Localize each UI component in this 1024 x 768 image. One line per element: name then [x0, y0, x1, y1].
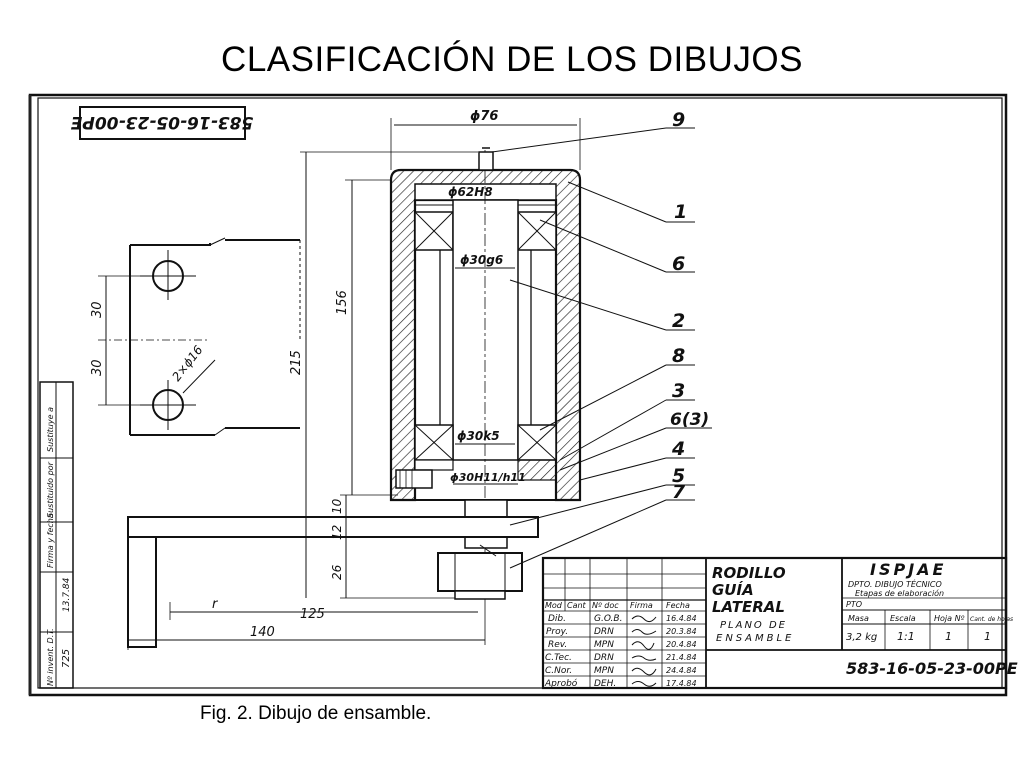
tb-part-name-2: GUÍA	[712, 580, 754, 599]
tb-date-4: 24.4.84	[666, 666, 697, 675]
side-title-strip: Sustituye a Sustituido por Firma y fecha…	[39, 381, 74, 689]
dim-12: 12	[330, 525, 344, 540]
balloon-8: 8	[672, 345, 685, 367]
balloon-3: 3	[672, 380, 685, 402]
tb-drawing-type-1: PLANO DE	[720, 620, 787, 631]
tb-role-3: C.Tec.	[545, 653, 572, 663]
tb-label-escala: Escala	[890, 614, 916, 623]
section-view	[127, 147, 582, 648]
balloon-6a: 6	[672, 253, 685, 275]
tb-name-3: DRN	[594, 653, 614, 663]
dimension-lines: ϕ76 ϕ62H8 ϕ30g6 ϕ30k5 ϕ30H11/h11 156 215…	[127, 109, 581, 650]
title-block: Mod Cant Nº doc Firma Fecha Dib. G.O.B. …	[541, 556, 1018, 690]
tb-drawing-type-2: ENSAMBLE	[716, 633, 794, 644]
balloon-5: 5	[672, 465, 685, 487]
tb-date-2: 20.4.84	[666, 640, 697, 649]
tb-date-3: 21.4.84	[666, 653, 697, 662]
strip-side: Nº invent. D.T.	[46, 628, 55, 686]
tb-name-0: G.O.B.	[594, 614, 622, 624]
tb-label-hojas: Cant. de hojas	[970, 616, 1013, 623]
balloon-2: 2	[672, 310, 685, 332]
tb-stage-code: PTO	[846, 600, 862, 609]
dim-156: 156	[335, 290, 350, 315]
dim-30k5: ϕ30k5	[457, 429, 500, 443]
balloon-7: 7	[672, 481, 686, 503]
tb-org: ISPJAE	[870, 560, 946, 579]
tb-masa: 3,2 kg	[846, 632, 877, 643]
strip-num: 725	[61, 649, 72, 668]
dim-r: r	[212, 597, 219, 612]
tb-name-5: DEH.	[594, 679, 616, 689]
tb-date-1: 20.3.84	[666, 627, 697, 636]
tb-head-doc: Nº doc	[592, 601, 619, 610]
dim-30g6: ϕ30g6	[460, 253, 503, 267]
sheet-frame	[28, 93, 1008, 697]
tb-role-0: Dib.	[548, 614, 566, 624]
tb-name-4: MPN	[594, 666, 614, 676]
strip-row1: Sustituye a	[46, 407, 55, 452]
tb-head-fecha: Fecha	[666, 601, 690, 610]
strip-date: 13.7.84	[62, 577, 72, 612]
balloon-1: 1	[674, 201, 687, 223]
tb-role-4: C.Nor.	[545, 666, 572, 676]
dim-76: ϕ76	[470, 109, 498, 124]
balloon-9: 9	[672, 109, 685, 131]
tb-code: 583-16-05-23-00PE	[846, 659, 1018, 678]
tb-head-firma: Firma	[630, 601, 653, 610]
balloon-6-3: 6(3)	[670, 410, 709, 430]
mirrored-code: 583-16-05-23-00PE	[70, 112, 253, 132]
balloon-labels: 9 1 6 2 8 3 6(3) 4 5 7	[670, 109, 709, 503]
mirrored-code-box: 583-16-05-23-00PE	[70, 106, 253, 140]
tb-name-1: DRN	[594, 627, 614, 637]
tb-head-mod: Mod	[545, 601, 563, 610]
signature-marks	[631, 615, 657, 687]
dim-62: ϕ62H8	[448, 185, 493, 199]
dim-30h11: ϕ30H11/h11	[450, 471, 526, 484]
dim-holes: 2×ϕ16	[169, 343, 205, 384]
side-view-plate: 30 30 2×ϕ16	[90, 237, 301, 436]
tb-part-name-3: LATERAL	[712, 598, 785, 616]
strip-row3: Firma y fecha	[46, 513, 55, 568]
figure-caption: Fig. 2. Dibujo de ensamble.	[200, 703, 432, 724]
dim-125: 125	[300, 607, 325, 622]
leader-lines	[491, 127, 712, 569]
dim-10: 10	[330, 498, 344, 514]
tb-escala: 1:1	[897, 630, 915, 643]
tb-name-2: MPN	[594, 640, 614, 650]
tb-date-0: 16.4.84	[666, 614, 697, 623]
tb-head-cant: Cant	[567, 601, 587, 610]
dim-30b: 30	[90, 359, 105, 376]
tb-hojas: 1	[984, 630, 991, 643]
tb-hoja: 1	[945, 630, 952, 643]
tb-label-hoja: Hoja Nº	[934, 614, 965, 623]
tb-stage: Etapas de elaboración	[855, 588, 944, 598]
dim-140: 140	[250, 625, 275, 640]
tb-date-5: 17.4.84	[666, 679, 697, 688]
tb-dept: DPTO. DIBUJO TÉCNICO	[848, 578, 942, 589]
tb-role-2: Rev.	[548, 640, 567, 650]
dim-215: 215	[289, 350, 304, 375]
dim-30a: 30	[90, 301, 105, 318]
dim-26: 26	[330, 564, 344, 580]
tb-label-masa: Masa	[848, 614, 869, 623]
tb-role-5: Aprobó	[544, 678, 578, 689]
balloon-4: 4	[671, 438, 685, 460]
tb-part-name-1: RODILLO	[712, 564, 786, 582]
tb-role-1: Proy.	[546, 627, 568, 637]
slide-title: CLASIFICACIÓN DE LOS DIBUJOS	[221, 40, 803, 79]
strip-row2: Sustituido por	[46, 461, 55, 518]
